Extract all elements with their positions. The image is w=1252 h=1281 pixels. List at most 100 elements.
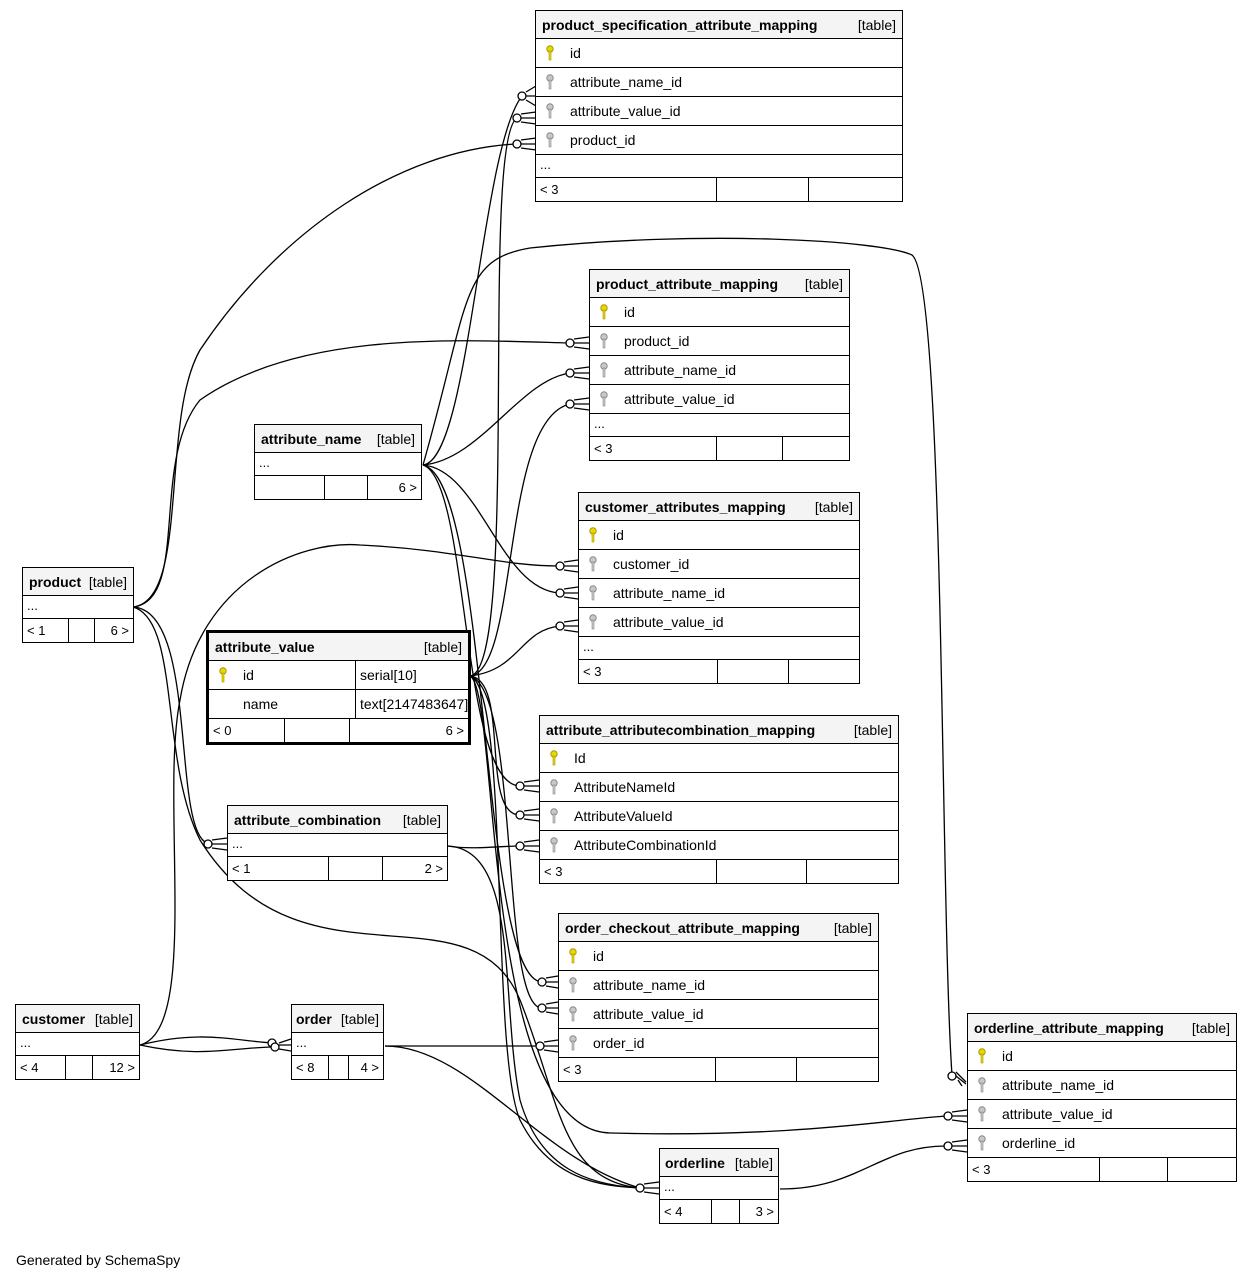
edge-attribute-name-to-pam <box>422 372 571 466</box>
parents-count: < 1 <box>228 857 329 880</box>
table-attribute-name[interactable]: attribute_name[table] ... 6 > <box>254 424 422 500</box>
table-orderline-attribute-mapping[interactable]: orderline_attribute_mapping[table] id at… <box>967 1013 1237 1182</box>
column-row: customer_id <box>579 550 859 579</box>
column-name: attribute_name_id <box>570 74 683 90</box>
column-row: Id <box>540 744 898 773</box>
edge-attribute-name-to-psam <box>422 95 523 466</box>
column-name: product_id <box>570 132 636 148</box>
table-tag: [table] <box>340 1010 379 1027</box>
column-row: attribute_value_id <box>590 385 849 414</box>
table-tag: [table] <box>804 275 843 292</box>
column-row: attribute_name_id <box>590 356 849 385</box>
children-count: 6 > <box>110 623 129 638</box>
column-name: id <box>570 45 581 61</box>
edge-product-to-pam <box>132 340 571 608</box>
table-name: attribute_combination <box>234 811 382 828</box>
rows-count <box>325 476 368 499</box>
rows-count <box>69 619 95 642</box>
column-type: text[2147483647] <box>360 696 469 712</box>
edge-attribute-value-to-psam <box>469 117 518 677</box>
parents-count <box>255 476 325 499</box>
children-count: 4 > <box>360 1060 379 1075</box>
column-name: attribute_value_id <box>613 614 724 630</box>
children-count <box>783 437 849 460</box>
primary-key-icon <box>536 39 564 67</box>
edge-attribute-combination-to-orderline <box>447 845 641 1189</box>
edge-attribute-value-to-oam <box>469 675 949 1135</box>
rows-count <box>717 178 809 201</box>
children-count <box>789 660 859 683</box>
table-attribute-attributecombination-mapping[interactable]: attribute_attributecombination_mapping[t… <box>539 715 899 884</box>
table-tag: [table] <box>88 573 127 590</box>
table-product-specification-attribute-mapping[interactable]: product_specification_attribute_mapping[… <box>535 10 903 202</box>
primary-key-icon <box>209 661 237 689</box>
parents-count: < 4 <box>660 1200 712 1223</box>
column-row: AttributeNameId <box>540 773 898 802</box>
column-type: serial[10] <box>360 667 417 683</box>
foreign-key-icon <box>968 1071 996 1099</box>
table-order[interactable]: order [table] ... < 8 4 > <box>291 1004 384 1080</box>
rows-count <box>717 860 807 883</box>
table-name: attribute_attributecombination_mapping <box>546 721 816 738</box>
parents-count: < 3 <box>579 660 718 683</box>
column-row: attribute_name_id <box>579 579 859 608</box>
parents-count: < 1 <box>23 619 69 642</box>
column-name: customer_id <box>613 556 690 572</box>
edge-attribute-value-to-ocam <box>469 675 543 1009</box>
column-name: attribute_name_id <box>1002 1077 1115 1093</box>
rows-count <box>712 1200 740 1223</box>
column-name: attribute_name_id <box>624 362 737 378</box>
table-order-checkout-attribute-mapping[interactable]: order_checkout_attribute_mapping[table] … <box>558 913 879 1082</box>
children-count <box>1168 1158 1236 1181</box>
edge-attribute-value-to-cam <box>469 625 561 677</box>
column-name: attribute_name_id <box>613 585 726 601</box>
foreign-key-icon <box>536 126 564 154</box>
edge-attribute-value-to-pam <box>469 403 571 677</box>
column-name: Id <box>574 750 586 766</box>
primary-key-icon <box>559 942 587 970</box>
parents-count: < 3 <box>536 178 717 201</box>
foreign-key-icon <box>968 1129 996 1157</box>
table-product-attribute-mapping[interactable]: product_attribute_mapping[table] id prod… <box>589 269 850 461</box>
table-footer: < 3 <box>540 860 898 883</box>
table-tag: [table] <box>376 430 415 447</box>
rows-count <box>718 660 789 683</box>
table-footer: < 3 <box>590 437 849 460</box>
table-tag: [table] <box>833 919 872 936</box>
parents-count: < 3 <box>559 1058 716 1081</box>
column-row: id <box>968 1042 1236 1071</box>
children-count: 2 > <box>424 861 443 876</box>
column-row: order_id <box>559 1029 878 1058</box>
column-row: attribute_value_id <box>579 608 859 637</box>
rows-count <box>717 437 783 460</box>
column-row: attribute_value_id <box>536 97 902 126</box>
column-name: AttributeNameId <box>574 779 676 795</box>
children-count: 3 > <box>755 1204 774 1219</box>
more-columns: ... <box>579 637 859 660</box>
table-tag: [table] <box>814 498 853 515</box>
foreign-key-icon <box>579 550 607 578</box>
foreign-key-icon <box>540 802 568 830</box>
more-columns: ... <box>255 453 421 476</box>
column-name: attribute_value_id <box>1002 1106 1113 1122</box>
table-name: customer_attributes_mapping <box>585 498 786 515</box>
more-columns: ... <box>23 596 133 619</box>
table-name: attribute_value <box>215 638 315 655</box>
parents-count: < 8 <box>292 1056 329 1079</box>
table-name: order <box>296 1010 332 1027</box>
edge-attribute-value-to-orderline <box>469 675 641 1189</box>
more-columns: ... <box>292 1033 383 1056</box>
rows-count <box>285 719 350 742</box>
table-name: product_attribute_mapping <box>596 275 779 292</box>
table-footer: < 3 <box>559 1058 878 1081</box>
column-row: attribute_value_id <box>559 1000 878 1029</box>
foreign-key-icon <box>536 68 564 96</box>
table-customer-attributes-mapping[interactable]: customer_attributes_mapping[table] id cu… <box>578 492 860 684</box>
